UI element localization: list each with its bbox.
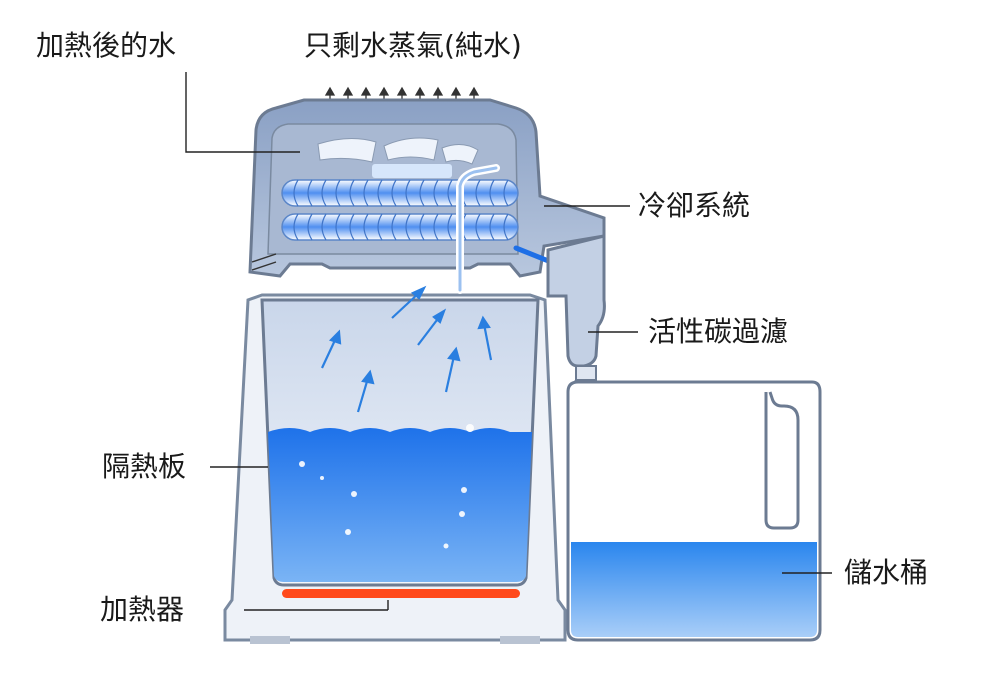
vapor-arrows xyxy=(321,285,493,413)
heater-element xyxy=(282,589,520,598)
leader-lines xyxy=(185,72,832,611)
fan-vent xyxy=(317,137,479,178)
label-steam-only: 只剩水蒸氣(純水) xyxy=(304,29,522,62)
leader-heated-water xyxy=(185,72,300,153)
side-vent xyxy=(251,253,277,271)
carbon-filter-housing xyxy=(546,234,606,368)
label-carbon-filter: 活性碳過濾 xyxy=(648,315,789,348)
boiling-water xyxy=(268,428,532,582)
bucket-handle xyxy=(764,391,800,530)
label-heated-water: 加熱後的水 xyxy=(36,29,177,62)
bucket-water xyxy=(571,542,817,637)
right-foot xyxy=(500,636,540,644)
label-cooling-system: 冷卻系統 xyxy=(638,189,751,222)
filter-outlet xyxy=(575,365,597,381)
label-insulation-plate: 隔熱板 xyxy=(102,450,187,483)
water-bubbles xyxy=(299,424,474,549)
label-storage-bucket: 儲水桶 xyxy=(844,556,929,589)
label-heater: 加熱器 xyxy=(100,593,185,626)
left-foot xyxy=(250,636,290,644)
